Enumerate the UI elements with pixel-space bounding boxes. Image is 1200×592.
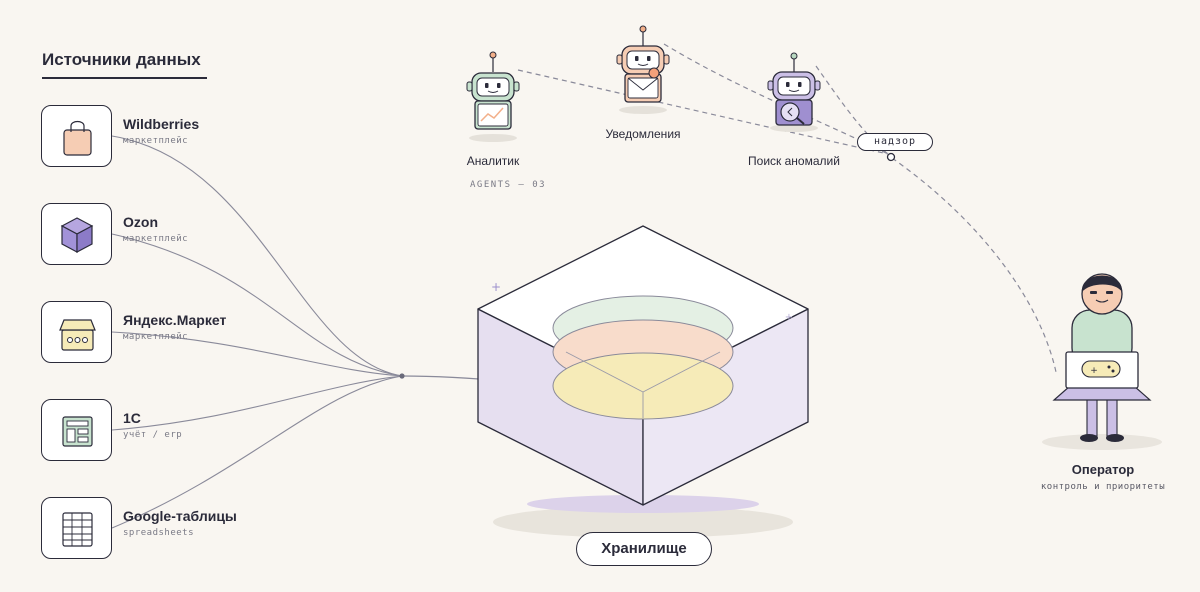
anomaly-robot-icon [767,52,821,132]
source-connectors [111,135,403,529]
source-name-yandex-market: Яндекс.Маркет [123,312,227,328]
source-card-ozon[interactable] [41,203,112,265]
agent-label-notifications: Уведомления [605,127,681,141]
source-card-wildberries[interactable] [41,105,112,167]
source-card-yandex-market[interactable] [41,301,112,363]
connector-wildberries [111,135,403,377]
source-sub-ozon: маркетплейс [123,234,189,244]
agent-label-analyst: Аналитик [466,154,520,168]
agent-label-anomaly-search: Поиск аномалий [748,154,840,168]
connector-yandex [111,331,403,377]
source-name-google-sheets: Google-таблицы [123,508,237,524]
source-name-wildberries: Wildberries [123,116,200,132]
source-sub-google-sheets: spreadsheets [123,528,195,538]
storage-label[interactable]: Хранилище [576,532,712,566]
operator-name: Оператор [1071,462,1135,477]
spreadsheet-icon [62,512,93,547]
source-sub-yandex-market: маркетплейс [123,332,189,342]
connector-ozon [111,233,403,377]
storefront-icon [59,319,96,351]
box-icon [60,217,94,253]
source-name-1c: 1С [123,410,141,426]
shopping-bag-icon [63,120,92,156]
sparkle-right-icon: + [785,312,793,323]
layer-yellow [552,352,734,420]
notifications-robot-icon [616,25,670,114]
operator-figure: + [1042,273,1162,450]
ledger-icon [62,416,93,447]
source-sub-1c: учёт / erp [123,430,183,440]
source-sub-wildberries: маркетплейс [123,136,189,146]
connector-google [111,375,403,529]
source-card-google-sheets[interactable] [41,497,112,559]
storage-inner-lines [565,351,721,418]
gamepad-icon: + [1090,366,1098,376]
sources-heading: Источники данных [42,50,201,69]
source-name-ozon: Ozon [123,214,158,230]
supervision-label: надзор [857,133,933,151]
sources-heading-underline [42,77,207,79]
supervision-node [886,152,896,162]
hub-dot [399,373,405,379]
agents-count: AGENTS — 03 [470,180,547,190]
data-layers [552,295,734,420]
storage-shadow [493,506,793,538]
operator-subtitle: контроль и приоритеты [1040,482,1166,492]
sparkle-left-icon: + [491,280,501,294]
source-card-1c[interactable] [41,399,112,461]
connector-1c [111,375,403,431]
analyst-robot-icon [466,51,520,142]
